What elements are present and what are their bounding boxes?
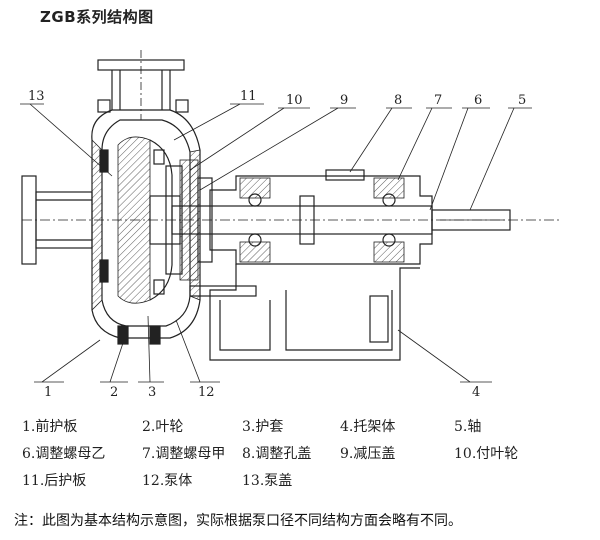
legend-item: 3.护套	[242, 419, 284, 435]
callout-8: 8	[394, 93, 402, 108]
legend-item: 8.调整孔盖	[242, 446, 312, 462]
callout-4: 4	[472, 385, 480, 400]
callout-7: 7	[434, 93, 442, 108]
legend-item: 7.调整螺母甲	[142, 446, 226, 462]
bearing-frame	[209, 169, 433, 265]
leader-lines	[20, 103, 532, 383]
callout-10: 10	[286, 93, 303, 108]
callout-13: 13	[28, 89, 45, 104]
pump-cover	[97, 99, 189, 345]
pump-cross-section-drawing: 13 11 10 9 8 7 6 5 1 2 3 12 4	[20, 50, 560, 400]
legend-item: 9.减压盖	[340, 446, 396, 462]
callout-12: 12	[198, 385, 215, 400]
callout-3: 3	[148, 385, 156, 400]
legend-item: 2.叶轮	[142, 419, 184, 435]
discharge-outlet	[97, 50, 185, 120]
diagram-title: ZGB系列结构图	[40, 8, 154, 26]
callout-2: 2	[110, 385, 118, 400]
legend-item: 11.后护板	[22, 473, 87, 489]
legend-row: 1.前护板 2.叶轮 3.护套 4.托架体 5.轴	[22, 416, 592, 443]
callout-9: 9	[340, 93, 348, 108]
legend-item: 13.泵盖	[242, 473, 293, 489]
callout-1: 1	[44, 385, 52, 400]
footnote: 注：此图为基本结构示意图，实际根据泵口径不同结构方面会略有不同。	[14, 513, 462, 529]
callout-6: 6	[474, 93, 482, 108]
legend-item: 12.泵体	[142, 473, 193, 489]
support-base	[189, 264, 420, 361]
suction-inlet	[21, 175, 560, 265]
shaft	[171, 205, 511, 235]
legend-item: 1.前护板	[22, 419, 78, 435]
callout-11: 11	[240, 89, 257, 104]
legend-item: 10.付叶轮	[454, 446, 519, 462]
legend-item: 4.托架体	[340, 419, 396, 435]
legend-row: 6.调整螺母乙 7.调整螺母甲 8.调整孔盖 9.减压盖 10.付叶轮	[22, 443, 592, 470]
legend-item: 6.调整螺母乙	[22, 446, 106, 462]
legend-item: 5.轴	[454, 419, 482, 435]
callout-5: 5	[518, 93, 526, 108]
parts-legend: 1.前护板 2.叶轮 3.护套 4.托架体 5.轴 6.调整螺母乙 7.调整螺母…	[22, 416, 592, 497]
rear-liner	[179, 159, 213, 281]
legend-row: 11.后护板 12.泵体 13.泵盖	[22, 470, 592, 497]
